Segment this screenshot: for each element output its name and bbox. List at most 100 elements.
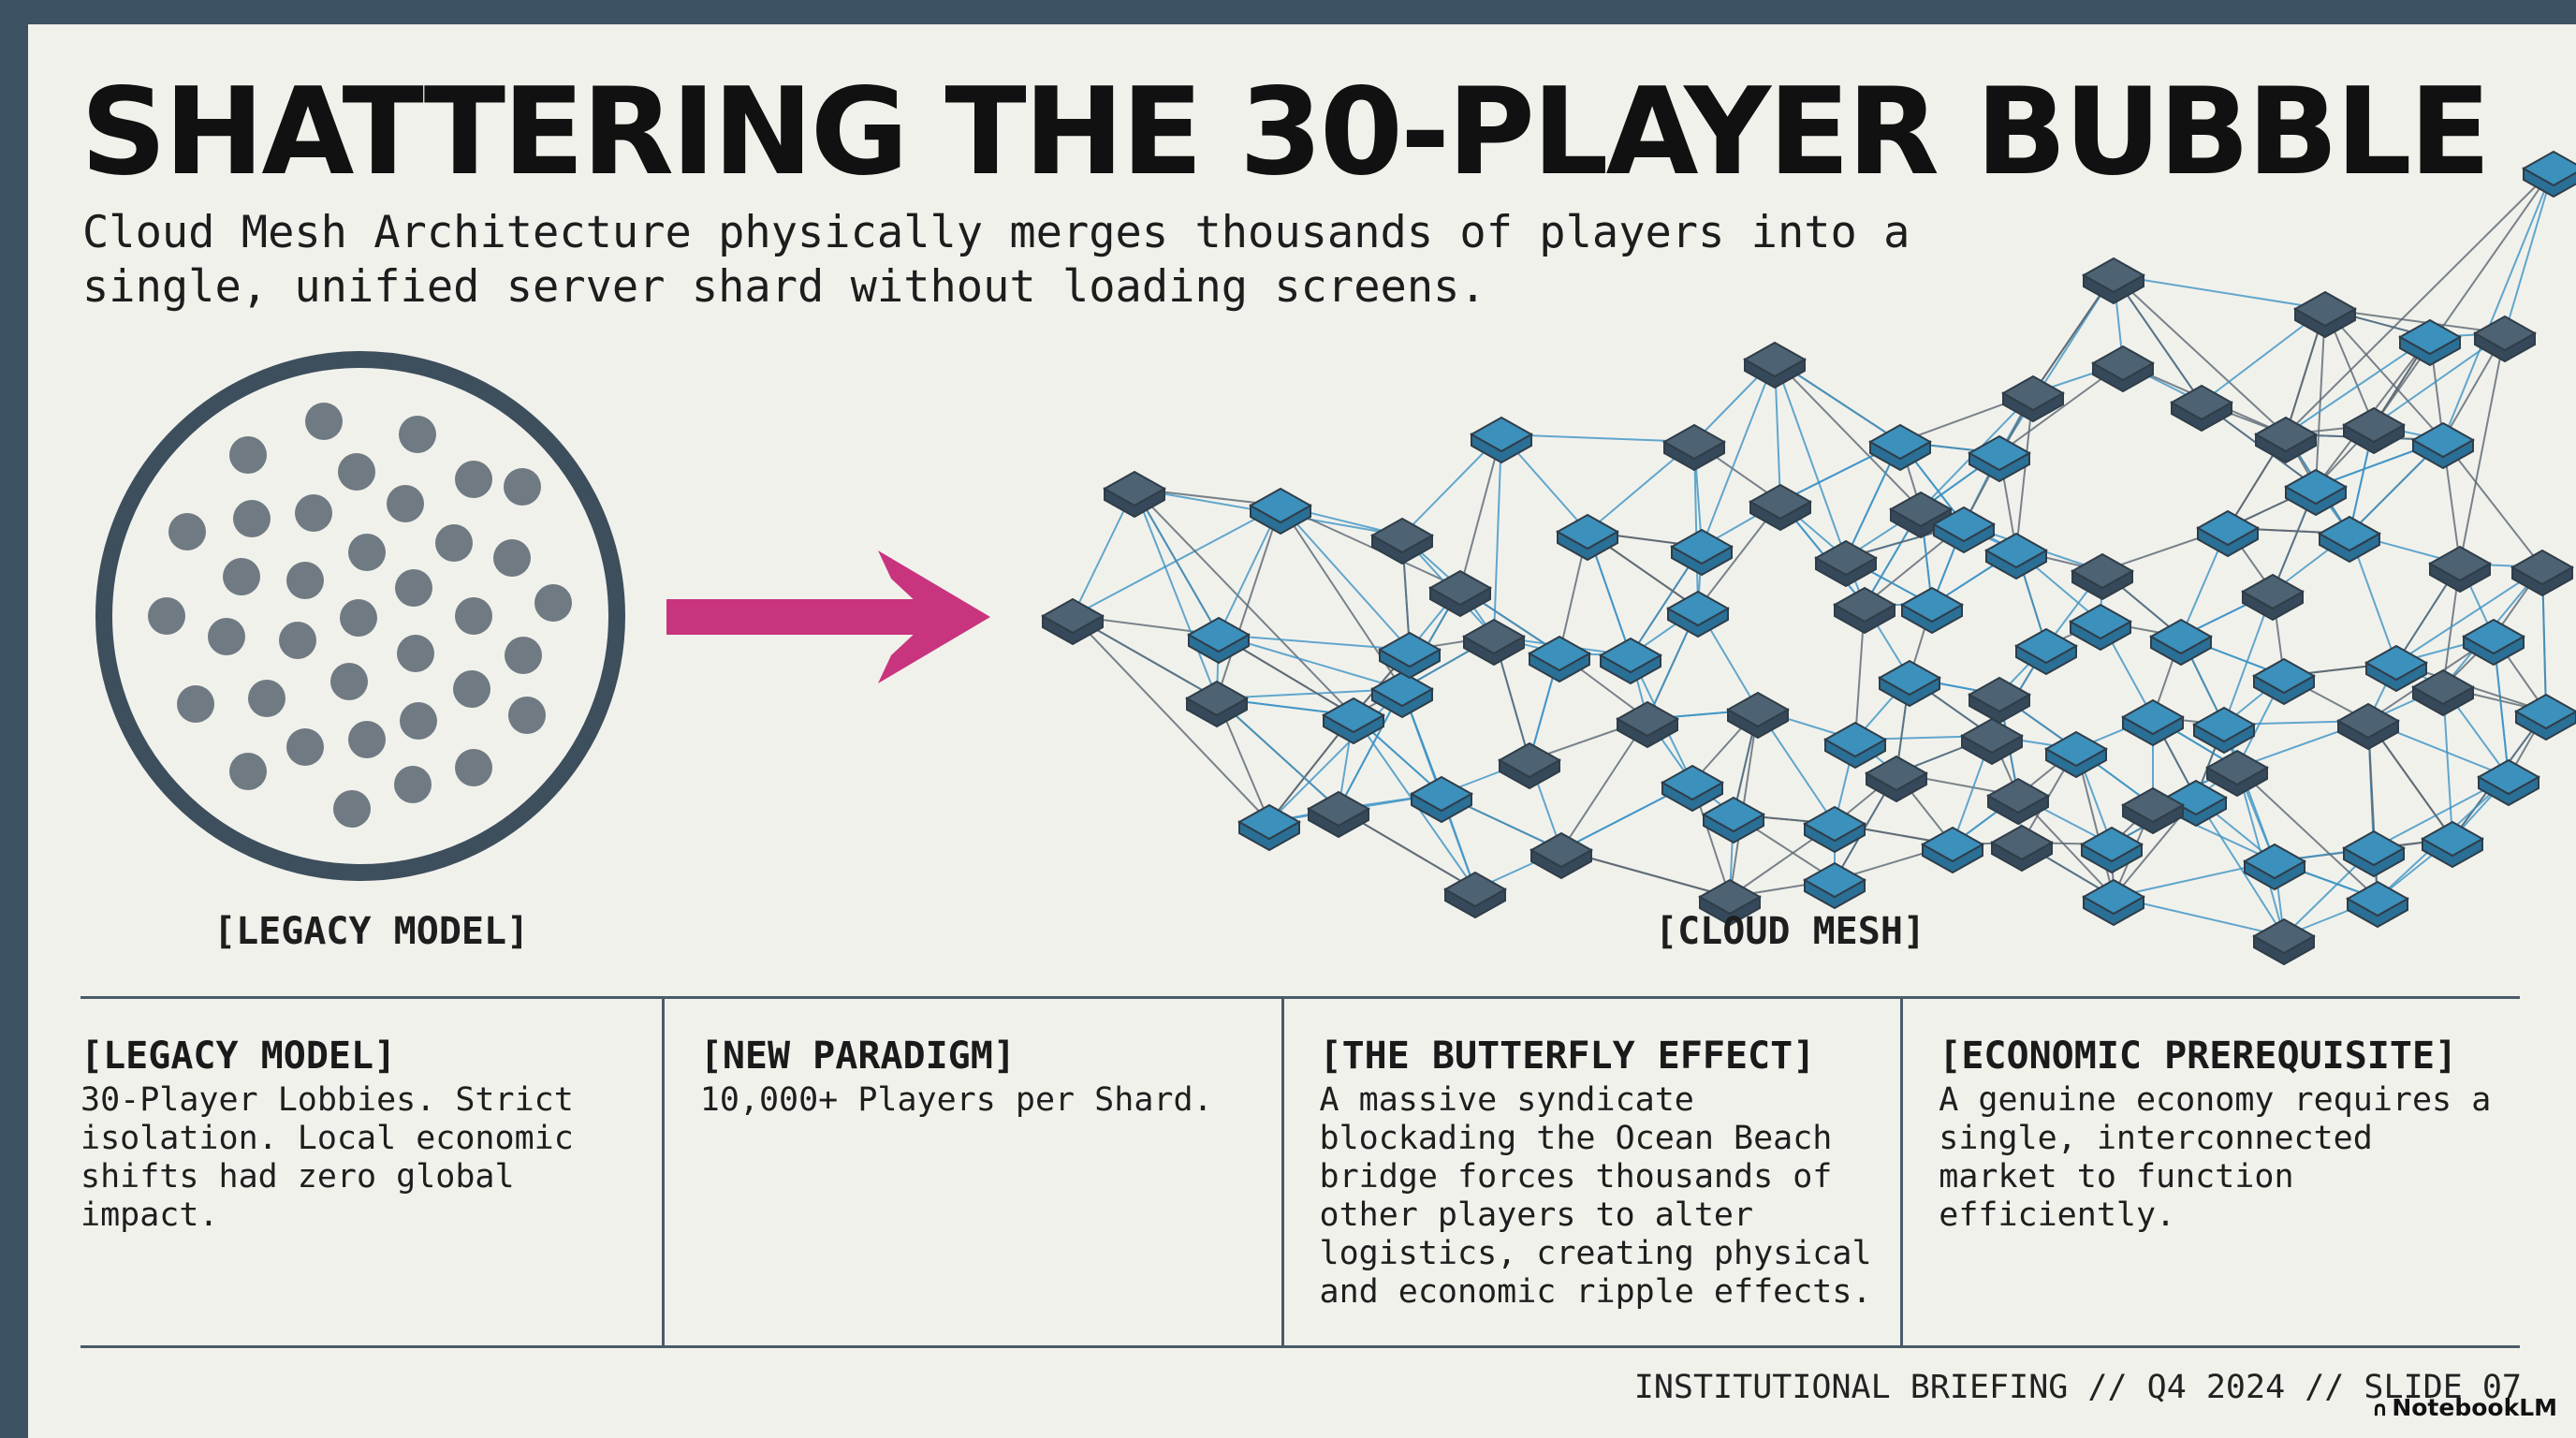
mesh-edge [2236,767,2378,900]
mesh-node [1669,528,1734,577]
mesh-node [2472,315,2538,363]
player-dot [504,468,541,506]
player-dot [493,539,531,577]
mesh-node [2070,552,2135,601]
mesh-node [1665,590,1731,638]
mesh-node [2191,706,2257,755]
mesh-node [2364,644,2429,693]
mesh-edge [2113,274,2287,435]
mesh-node [1967,434,2032,483]
mesh-node [1598,637,1663,685]
mesh-node [1321,697,1386,745]
badge-text: NotebookLM [2392,1394,2557,1421]
mesh-edge [2285,336,2431,435]
mesh-node [2410,668,2476,717]
cloud-mesh-nodes [1040,150,2576,966]
player-dot [208,618,245,655]
mesh-edge [1493,433,1502,638]
top-frame-bar [0,0,2576,24]
panel-economic-prerequisite: [ECONOMIC PREREQUISITE] A genuine econom… [1900,999,2520,1345]
mesh-edge [1072,615,1270,823]
mesh-edge [2395,566,2543,664]
mesh-edge [2504,168,2554,334]
mesh-node [1377,631,1442,680]
player-dot [397,635,434,672]
mesh-node [1184,680,1250,728]
panel-body: 30-Player Lobbies. Strict isolation. Loc… [80,1081,574,1234]
player-dot [148,597,185,635]
mesh-node [1248,487,1313,536]
mesh-node [2335,702,2401,751]
mesh-edge [2113,274,2326,310]
mesh-edge [1774,359,1922,510]
mesh-node [2513,693,2576,741]
player-dot [340,599,377,637]
player-dot [387,485,424,522]
cloud-mesh-caption: [CLOUD MESH] [1655,910,1925,953]
mesh-edge [1459,433,1502,589]
mesh-node [1967,676,2032,725]
mesh-node [2043,730,2109,779]
mesh-edge [2324,308,2444,441]
mesh-node [2420,820,2485,869]
mesh-node [1306,790,1371,839]
player-dot [453,670,490,708]
mesh-node [1802,861,1867,910]
legacy-player-dots [148,403,572,828]
player-dot [395,569,432,607]
mesh-node [1802,805,1867,854]
mesh-node [2079,826,2144,874]
mesh-node [1427,569,1493,618]
mesh-node [1931,506,1997,554]
mesh-edge [1998,274,2115,454]
mesh-node [2341,406,2407,455]
mesh-edge [2373,168,2554,426]
mesh-edge [1216,697,1339,810]
mesh-edge [2113,274,2203,404]
mesh-node [2521,150,2576,198]
mesh-node [2410,421,2476,470]
mesh-node [1832,586,1897,635]
mesh-edge [1134,488,1218,699]
mesh-edge [2315,308,2326,488]
mesh-node [2120,698,2186,747]
mesh-node [2397,318,2463,367]
mesh-edge [1280,505,1411,651]
player-dot [399,416,436,453]
mesh-node [1985,777,2051,826]
mesh-edge [1216,505,1281,699]
player-dot [348,721,386,758]
mesh-node [2427,545,2493,594]
mesh-node [2000,374,2066,423]
mesh-edge [1134,488,1220,636]
mesh-node [1697,878,1763,927]
panel-body: A genuine economy requires a single, int… [1939,1081,2492,1234]
player-dot [330,663,368,700]
player-dot [305,403,343,440]
mesh-node [1920,826,1985,874]
mesh-node [1469,416,1534,464]
mesh-node [2169,384,2234,433]
player-dot [505,637,542,674]
mesh-node [1867,423,1933,472]
mesh-node [2013,627,2079,676]
player-dot [286,728,324,766]
mesh-edge [1500,433,1695,443]
player-dot [295,494,332,532]
mesh-node [1661,423,1727,472]
mesh-node [1877,659,1942,708]
mesh-node [2090,345,2156,393]
mesh-node [2242,843,2307,891]
mesh-node [2510,549,2575,597]
legacy-model-graphic [95,351,625,881]
legacy-model-caption: [LEGACY MODEL] [213,910,530,953]
mesh-node [1186,616,1251,665]
mesh-edge [1134,488,1354,716]
player-dot [229,753,267,790]
mesh-node [1742,341,1808,389]
player-dot [338,453,375,491]
mesh-node [1822,721,1888,770]
player-dot [508,697,546,734]
player-dot [177,685,214,723]
